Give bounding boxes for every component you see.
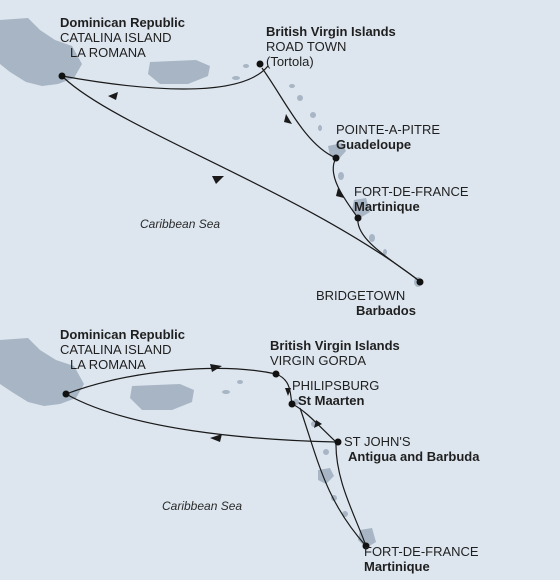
island-small xyxy=(338,172,344,180)
port-marker xyxy=(256,60,264,68)
route-segment xyxy=(261,67,337,159)
route-segment xyxy=(61,65,269,90)
port-marker xyxy=(272,370,280,378)
port-label-country: St Maarten xyxy=(298,393,365,408)
port-label-country: Guadeloupe xyxy=(336,137,411,152)
route-arrows-top xyxy=(108,92,344,198)
port-label-name: ROAD TOWN xyxy=(266,39,346,54)
route-segment xyxy=(63,77,419,281)
route-bottom xyxy=(65,367,367,547)
port-label-country: British Virgin Islands xyxy=(266,24,396,39)
route-arrow xyxy=(314,420,322,428)
island-small xyxy=(243,64,249,68)
port-label-name: LA ROMANA xyxy=(70,45,146,60)
port-markers-top xyxy=(58,60,424,286)
port-markers-bottom xyxy=(62,370,370,550)
island-small xyxy=(369,234,375,242)
port-marker xyxy=(416,278,424,286)
port-label-name: PHILIPSBURG xyxy=(292,378,379,393)
port-marker xyxy=(58,72,66,80)
route-arrow xyxy=(212,176,224,184)
route-arrow xyxy=(108,92,118,100)
port-label-name: VIRGIN GORDA xyxy=(270,353,366,368)
port-marker xyxy=(362,542,370,550)
sea-label: Caribbean Sea xyxy=(162,499,242,513)
route-arrow xyxy=(284,114,292,124)
route-segment xyxy=(335,441,367,547)
port-label-country: Antigua and Barbuda xyxy=(348,449,480,464)
puerto-rico-land xyxy=(130,384,194,410)
port-label-country: British Virgin Islands xyxy=(270,338,400,353)
island-small xyxy=(297,95,303,101)
port-label-name: FORT-DE-FRANCE xyxy=(364,544,479,559)
island-small xyxy=(222,390,230,394)
route-arrow xyxy=(336,188,344,198)
island-small xyxy=(232,76,240,80)
route-segment xyxy=(291,403,337,443)
martinique-land xyxy=(358,528,376,548)
port-label-name: FORT-DE-FRANCE xyxy=(354,184,469,199)
route-segment xyxy=(65,393,337,443)
hispaniola-land xyxy=(0,18,82,86)
port-label-name: CATALINA ISLAND xyxy=(60,342,172,357)
martinique-land xyxy=(352,198,370,218)
port-label-country: Martinique xyxy=(354,199,420,214)
map-bottom: Caribbean Sea Dominican Republic CATALIN… xyxy=(0,327,480,574)
hispaniola-land xyxy=(0,338,84,406)
port-marker xyxy=(62,390,70,398)
route-segment xyxy=(332,157,359,219)
route-segment xyxy=(65,367,277,395)
route-arrows-bottom xyxy=(210,364,322,442)
route-arrow xyxy=(285,388,291,396)
port-label-country: Martinique xyxy=(364,559,430,574)
port-label-country: Barbados xyxy=(356,303,416,318)
port-marker xyxy=(332,154,340,162)
island-small xyxy=(383,249,387,255)
island-small xyxy=(310,112,316,118)
route-segment xyxy=(299,407,367,547)
port-label-name: CATALINA ISLAND xyxy=(60,30,172,45)
port-marker xyxy=(288,400,296,408)
island-small xyxy=(318,125,322,131)
route-arrow xyxy=(210,364,222,372)
puerto-rico-land xyxy=(148,60,210,84)
port-label-name: LA ROMANA xyxy=(70,357,146,372)
land-masses-bottom xyxy=(0,338,376,548)
port-label-name: ST JOHN'S xyxy=(344,434,411,449)
port-label-name: BRIDGETOWN xyxy=(316,288,405,303)
port-label-country: Dominican Republic xyxy=(60,327,185,342)
island-small xyxy=(323,449,329,455)
port-marker xyxy=(354,214,362,222)
island-small xyxy=(237,380,243,384)
port-labels-top: Dominican Republic CATALINA ISLAND LA RO… xyxy=(60,15,469,318)
route-top xyxy=(61,65,419,281)
map-top: Caribbean Sea Dominican Republic CATALIN… xyxy=(0,15,469,318)
port-labels-bottom: Dominican Republic CATALINA ISLAND LA RO… xyxy=(60,327,480,574)
port-marker xyxy=(334,438,342,446)
port-label-name: (Tortola) xyxy=(266,54,314,69)
island-small xyxy=(289,84,295,88)
sea-label: Caribbean Sea xyxy=(140,217,220,231)
route-arrow xyxy=(210,434,222,442)
port-label-country: Dominican Republic xyxy=(60,15,185,30)
port-label-name: POINTE-A-PITRE xyxy=(336,122,440,137)
